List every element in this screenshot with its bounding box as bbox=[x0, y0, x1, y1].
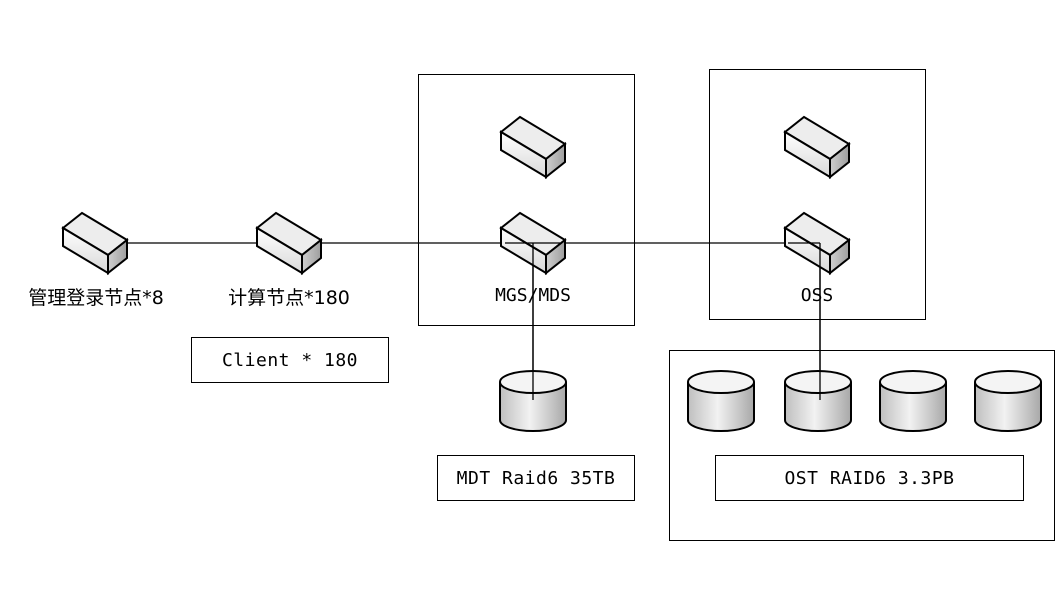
mgs-server-icon bbox=[500, 116, 566, 178]
compute-node-label: 计算节点*180 bbox=[228, 287, 350, 309]
ost-disk-icon-3 bbox=[879, 370, 947, 432]
ost-disk-icon-1 bbox=[687, 370, 755, 432]
ost-disk-icon-2 bbox=[784, 370, 852, 432]
compute-node-server-icon bbox=[256, 212, 322, 274]
login-node-label: 管理登录节点*8 bbox=[28, 287, 164, 309]
oss-label: OSS bbox=[800, 285, 834, 306]
mgs-mds-frame bbox=[418, 74, 635, 326]
oss-frame bbox=[709, 69, 926, 320]
client-count-box: Client * 180 bbox=[191, 337, 389, 383]
oss-server-top-icon bbox=[784, 116, 850, 178]
ost-raid-box: OST RAID6 3.3PB bbox=[715, 455, 1024, 501]
ost-disk-icon-4 bbox=[974, 370, 1042, 432]
ost-storage-frame bbox=[669, 350, 1055, 541]
mgs-mds-label: MGS/MDS bbox=[495, 285, 571, 306]
mdt-raid-box: MDT Raid6 35TB bbox=[437, 455, 635, 501]
login-node-server-icon bbox=[62, 212, 128, 274]
